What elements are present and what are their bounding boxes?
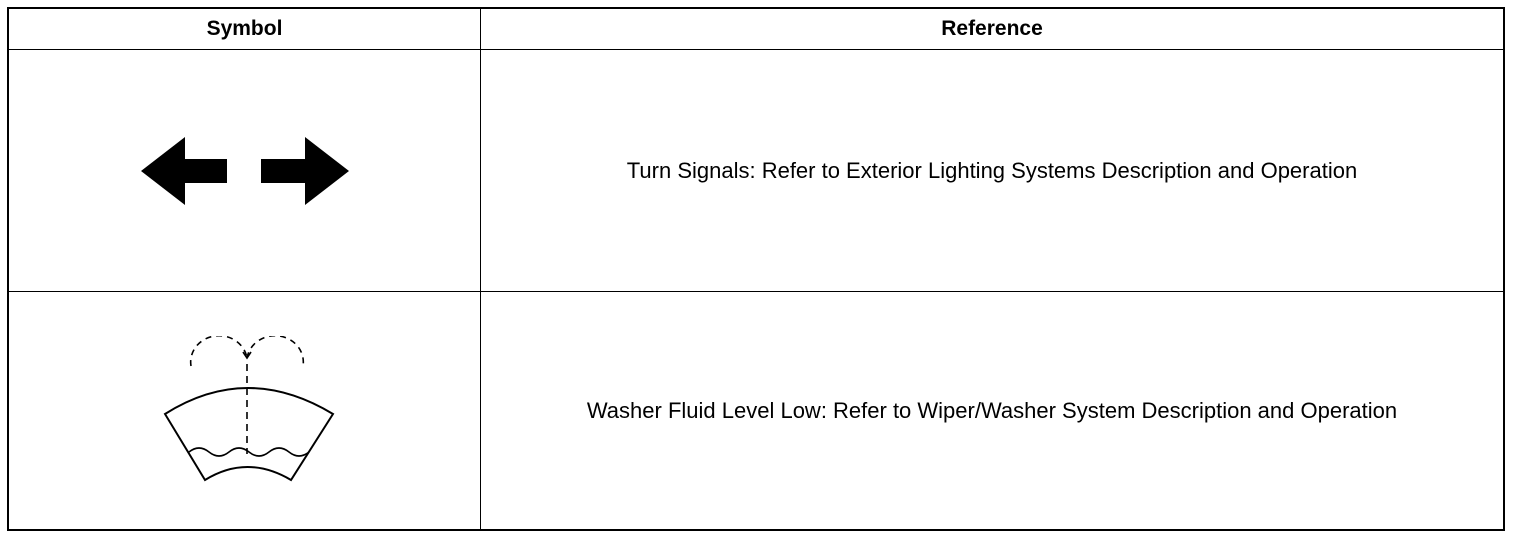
symbol-reference-table: Symbol Reference Turn Signals: Refer to …: [7, 7, 1505, 531]
table-row-symbol: [9, 292, 480, 529]
table-row-reference: Turn Signals: Refer to Exterior Lighting…: [481, 50, 1503, 291]
reference-text: Washer Fluid Level Low: Refer to Wiper/W…: [586, 397, 1398, 423]
row-divider: [9, 291, 1503, 292]
header-symbol: Symbol: [206, 17, 283, 40]
reference-text: Turn Signals: Refer to Exterior Lighting…: [626, 157, 1358, 183]
header-reference: Reference: [941, 17, 1043, 40]
turn-signal-arrows-icon: [140, 136, 349, 205]
header-divider: [9, 49, 1503, 50]
table-row-reference: Washer Fluid Level Low: Refer to Wiper/W…: [481, 292, 1503, 529]
column-divider: [480, 9, 481, 529]
washer-fluid-icon: [163, 335, 334, 481]
table-row-symbol: [9, 50, 480, 291]
